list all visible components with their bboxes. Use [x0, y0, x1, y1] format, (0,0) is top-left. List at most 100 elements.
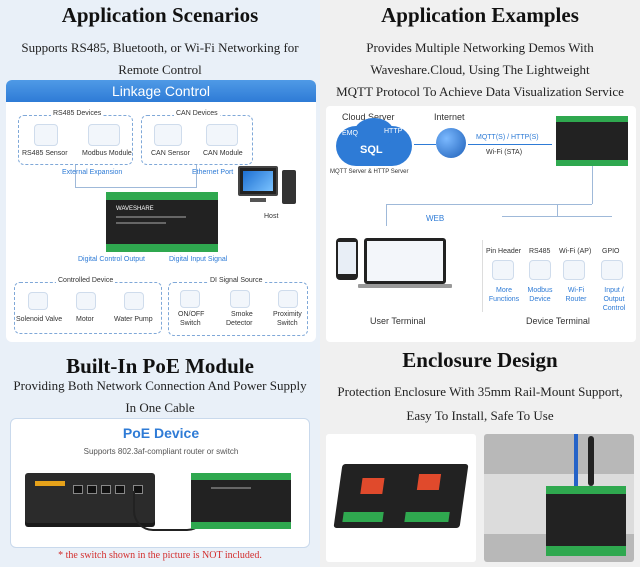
smoke-detector-label-1: Smoke [231, 311, 253, 318]
poe-subtitle-1: Providing Both Network Connection And Po… [13, 378, 307, 393]
modbus-device-icon [529, 260, 551, 280]
examples-card: Cloud Server Internet EMQ HTTP SQL MQTT … [326, 106, 636, 342]
more-functions-icon [492, 260, 514, 280]
phone-icon [336, 238, 358, 280]
can-sensor-icon [154, 124, 182, 146]
modbus-module-label: Modbus Module [82, 150, 132, 157]
user-terminal-label: User Terminal [370, 316, 426, 326]
motor-label: Motor [76, 316, 94, 323]
water-pump-icon [124, 292, 144, 310]
onoff-switch-label-2: Switch [180, 320, 201, 327]
water-pump-label: Water Pump [114, 316, 153, 323]
proximity-switch-label-1: Proximity [273, 311, 302, 318]
external-expansion-label: External Expansion [62, 169, 123, 176]
dt-item-2-top: RS485 [529, 248, 551, 255]
motor-icon [76, 292, 96, 310]
laptop-base-icon [358, 284, 452, 288]
smoke-detector-label-2: Detector [226, 320, 253, 327]
cloud-globe-line [414, 144, 436, 145]
poe-box-title: PoE Device [122, 425, 200, 441]
examples-subtitle-2: Waveshare.Cloud, Using The Lightweight [370, 62, 590, 77]
web-down-line [386, 204, 387, 226]
host-stand-icon [250, 198, 266, 202]
proximity-switch-label-2: Switch [277, 320, 298, 327]
dt-item-2-bottom: Modbus Device [527, 287, 553, 303]
scenarios-title: Application Scenarios [61, 3, 259, 27]
host-label: Host [264, 213, 279, 220]
proximity-switch-icon [278, 290, 298, 308]
device-brand-label: WAVESHARE [116, 206, 154, 212]
rs485-group-label: RS485 Devices [51, 110, 104, 117]
enclosure-subtitle-1: Protection Enclosure With 35mm Rail-Moun… [337, 384, 623, 399]
globe-icon [436, 128, 466, 158]
examples-subtitle-1: Provides Multiple Networking Demos With [366, 40, 594, 55]
dt-item-4-bottom: Input / Output Control [602, 287, 626, 312]
scenarios-subtitle-2: Remote Control [118, 62, 202, 77]
poe-panel: Built-In PoE Module Providing Both Netwo… [0, 348, 320, 567]
modbus-module-icon [88, 124, 120, 146]
examples-title: Application Examples [381, 3, 579, 27]
device-down-line [592, 166, 593, 204]
enclosure-panel: Enclosure Design Protection Enclosure Wi… [320, 348, 640, 567]
mqtt-server-label: MQTT Server & HTTP Server [330, 169, 409, 175]
examples-panel: Application Examples Provides Multiple N… [320, 0, 640, 348]
dt-item-3-bottom: Wi-Fi Router [565, 287, 587, 303]
web-label: WEB [426, 214, 445, 223]
rs485-sensor-label: RS485 Sensor [22, 150, 68, 157]
host-monitor-icon [238, 166, 278, 196]
onoff-switch-icon [180, 290, 200, 308]
http-label: HTTP [384, 128, 403, 135]
sql-label: SQL [360, 144, 383, 156]
mqtt-http-label: MQTT(S) / HTTP(S) [476, 134, 539, 141]
can-sensor-label: CAN Sensor [151, 150, 190, 157]
smoke-detector-icon [230, 290, 250, 308]
enclosure-photo-2 [484, 434, 634, 562]
device-terminal-label: Device Terminal [526, 316, 590, 326]
dt-item-4-top: GPIO [602, 248, 620, 255]
gpio-icon [601, 260, 623, 280]
dt-line [502, 216, 612, 217]
connector-line [75, 187, 197, 188]
mounted-device [546, 486, 626, 556]
enclosure-device-body [333, 464, 469, 528]
digital-input-signal-label: Digital Input Signal [169, 256, 228, 263]
connector-line [75, 165, 76, 187]
can-module-icon [206, 124, 238, 146]
dt-item-1-bottom: More Functions [488, 287, 520, 303]
connector-line [196, 165, 197, 187]
can-module-label: CAN Module [203, 150, 243, 157]
scenarios-subtitle-1: Supports RS485, Bluetooth, or Wi-Fi Netw… [21, 40, 299, 55]
linkage-title: Linkage Control [111, 83, 211, 99]
scenarios-panel: Application Scenarios Supports RS485, Bl… [0, 0, 320, 348]
internet-label: Internet [434, 112, 465, 122]
dt-item-3-top: Wi-Fi (AP) [559, 248, 592, 255]
examples-subtitle-3: MQTT Protocol To Achieve Data Visualizat… [336, 84, 624, 99]
rs485-sensor-icon [34, 124, 58, 146]
poe-subtitle-2: In One Cable [125, 400, 195, 415]
poe-note: * the switch shown in the picture is NOT… [58, 550, 262, 561]
linkage-header: Linkage Control [6, 80, 316, 102]
poe-device-icon [191, 473, 291, 529]
emq-label: EMQ [342, 130, 358, 137]
enclosure-photo-1 [326, 434, 476, 562]
antenna-cable [574, 434, 578, 490]
wifi-router-icon [563, 260, 585, 280]
device-terminal-box [482, 240, 632, 312]
dt-item-1-top: Pin Header [486, 248, 522, 255]
enclosure-title: Enclosure Design [402, 348, 558, 372]
cloud-server-label: Cloud Server [342, 112, 395, 122]
digital-control-output-label: Digital Control Output [78, 256, 145, 263]
laptop-icon [364, 238, 446, 284]
solenoid-valve-icon [28, 292, 48, 310]
antenna [588, 436, 594, 486]
ethernet-port-label: Ethernet Port [192, 169, 234, 176]
poe-title: Built-In PoE Module [66, 354, 254, 378]
central-device: WAVESHARE [106, 192, 218, 252]
host-tower-icon [282, 170, 296, 204]
web-line [386, 204, 592, 205]
controlled-group-label: Controlled Device [56, 277, 116, 284]
globe-device-line [468, 144, 552, 145]
poe-box-subtitle: Supports 802.3af-compliant router or swi… [83, 447, 239, 456]
enclosure-subtitle-2: Easy To Install, Safe To Use [406, 408, 554, 423]
dt-line [557, 204, 558, 216]
